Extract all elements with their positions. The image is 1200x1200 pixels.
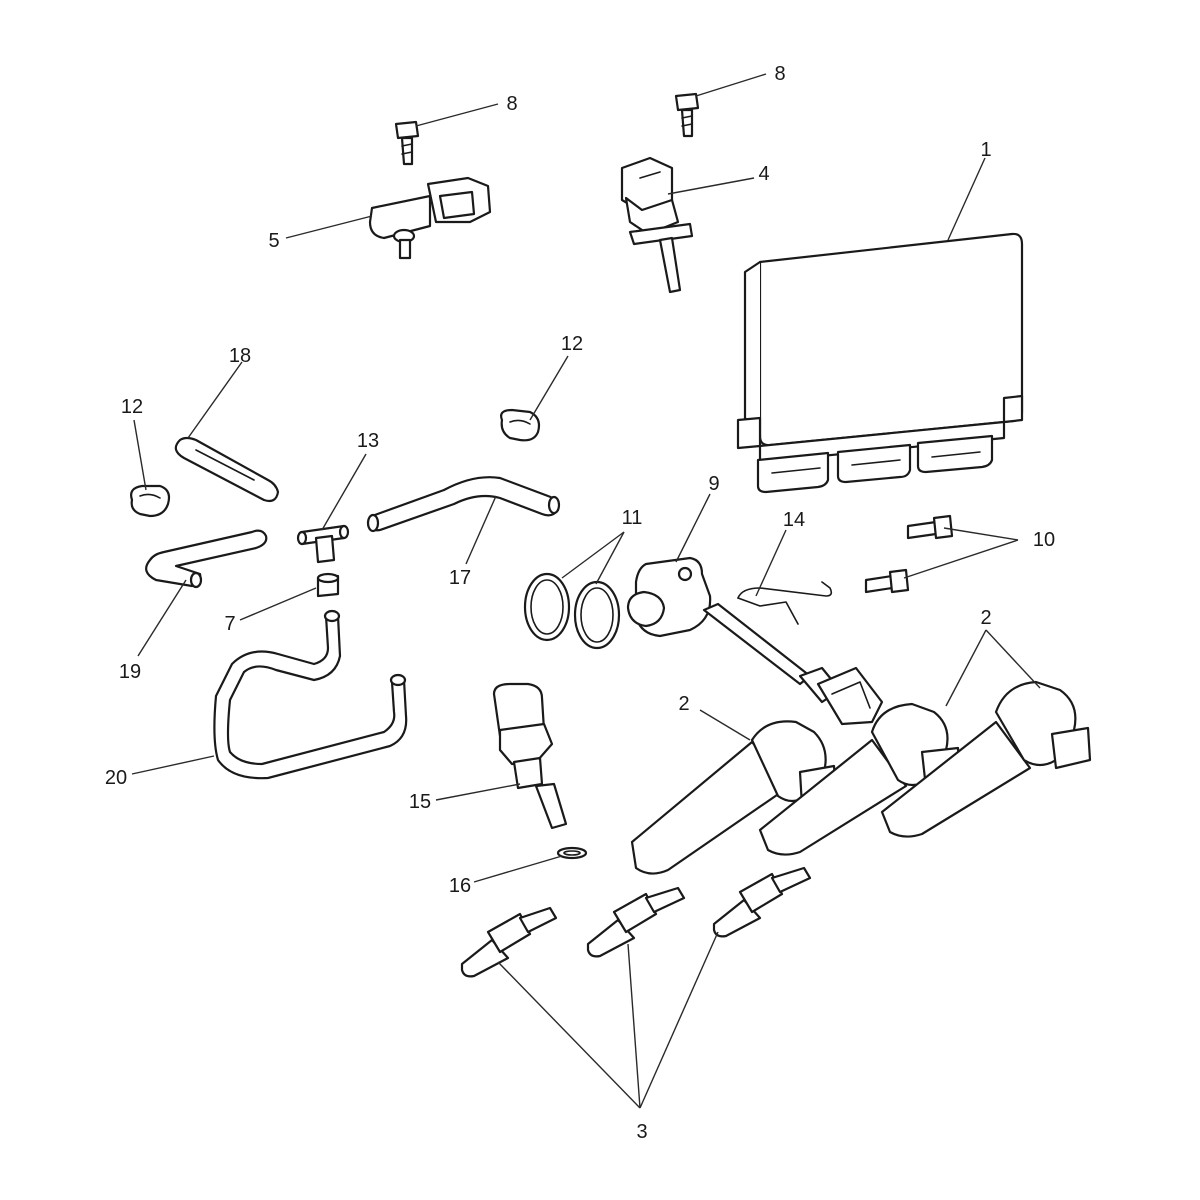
callout-18: 18 xyxy=(229,345,251,367)
callout-15: 15 xyxy=(409,791,431,813)
part-17-hose[interactable] xyxy=(366,476,561,533)
part-9-crank-sensor[interactable] xyxy=(626,556,884,726)
part-15-temp-sensor[interactable] xyxy=(492,682,568,830)
part-12-clip-right[interactable] xyxy=(500,408,541,442)
part-3-spark-plug-3[interactable] xyxy=(712,866,812,938)
part-3-spark-plug-2[interactable] xyxy=(586,886,686,958)
callout-8-left: 8 xyxy=(506,93,517,115)
callout-5: 5 xyxy=(268,230,279,252)
callout-2-right: 2 xyxy=(980,607,991,629)
part-18-hose[interactable] xyxy=(174,436,280,503)
part-11-o-rings[interactable] xyxy=(523,572,621,650)
part-7-clamp[interactable] xyxy=(316,572,340,598)
callout-3: 3 xyxy=(636,1121,647,1143)
callout-1: 1 xyxy=(980,139,991,161)
part-12-clip-left[interactable] xyxy=(130,484,171,518)
callout-16: 16 xyxy=(449,875,471,897)
part-20-long-hose[interactable] xyxy=(213,609,408,780)
callout-9: 9 xyxy=(708,473,719,495)
callout-20: 20 xyxy=(105,767,127,789)
part-14-wire-clip[interactable] xyxy=(737,581,833,625)
part-8-bolt-right[interactable] xyxy=(674,92,700,138)
callout-8-right: 8 xyxy=(774,63,785,85)
part-4-sensor[interactable] xyxy=(620,156,694,294)
callout-2-left: 2 xyxy=(678,693,689,715)
part-8-bolt-left[interactable] xyxy=(394,120,420,166)
part-16-seal[interactable] xyxy=(556,846,588,860)
callout-7: 7 xyxy=(224,613,235,635)
part-2-ignition-coil-3[interactable] xyxy=(880,680,1092,838)
part-10-bolts[interactable] xyxy=(864,514,954,594)
part-1-ecu[interactable] xyxy=(736,232,1024,494)
callout-12-left: 12 xyxy=(121,396,143,418)
part-3-spark-plug-1[interactable] xyxy=(460,906,558,978)
callout-13: 13 xyxy=(357,430,379,452)
part-5-map-sensor[interactable] xyxy=(368,176,492,260)
callout-labels: 1 4 5 8 8 18 12 12 13 17 19 7 20 11 9 14… xyxy=(105,63,1055,1143)
part-19-elbow-hose[interactable] xyxy=(145,529,268,589)
callout-10: 10 xyxy=(1033,529,1055,551)
callout-12-right: 12 xyxy=(561,333,583,355)
part-13-t-connector[interactable] xyxy=(296,524,350,564)
callout-17: 17 xyxy=(449,567,471,589)
callout-4: 4 xyxy=(758,163,769,185)
callout-19: 19 xyxy=(119,661,141,683)
leader-lines xyxy=(131,73,1041,1109)
callout-11: 11 xyxy=(622,507,643,529)
callout-14: 14 xyxy=(783,509,805,531)
